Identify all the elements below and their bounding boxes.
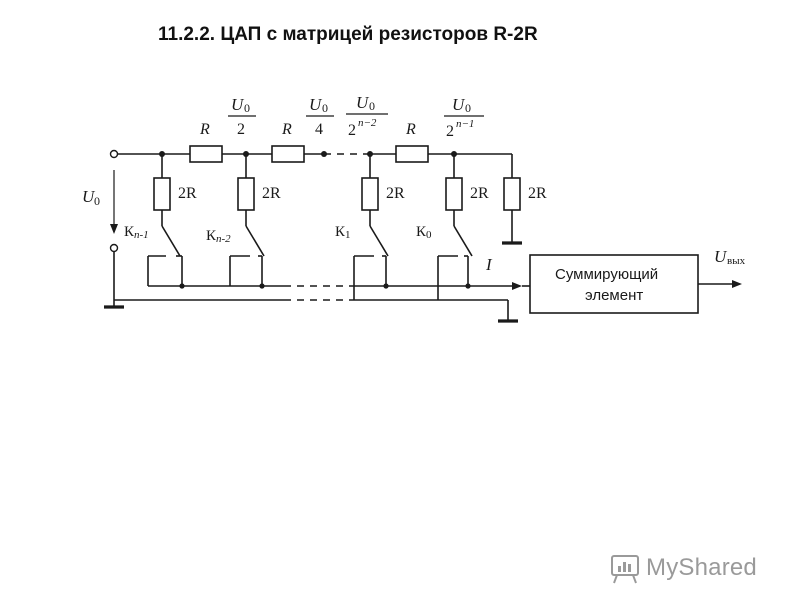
svg-text:U: U [309, 95, 323, 114]
series-resistor-2 [271, 145, 305, 163]
svg-text:0: 0 [369, 99, 375, 113]
svg-text:0: 0 [465, 101, 471, 115]
summing-label-2: элемент [585, 287, 643, 304]
svg-text:U: U [231, 95, 245, 114]
bus-lines: I [114, 255, 530, 323]
shunt-label-1: 2R [178, 185, 197, 202]
shunt-resistor-3 [361, 177, 379, 211]
switch-label-2: Кn-2 [206, 228, 231, 245]
svg-text:U: U [356, 93, 370, 112]
svg-text:0: 0 [322, 101, 328, 115]
shunt-resistors: 2R 2R 2R 2R 2R [153, 154, 547, 245]
summing-label-1: Суммирующий [555, 266, 658, 283]
series-resistor-3 [395, 145, 429, 163]
voltage-arrow-head [110, 224, 118, 234]
series-resistors: R R R [189, 121, 429, 163]
switch-blade-3 [369, 225, 389, 257]
summing-element: Суммирующий элемент U вых [529, 247, 746, 314]
current-arrow-head [512, 282, 522, 290]
series-resistor-label-2: R [281, 121, 292, 138]
shunt-label-2: 2R [262, 185, 281, 202]
output-arrow-head [732, 280, 742, 288]
series-resistor-label-3: R [405, 121, 416, 138]
switch-label-1: Кn-1 [124, 224, 149, 241]
svg-text:0: 0 [244, 101, 250, 115]
shunt-resistor-1 [153, 177, 171, 211]
svg-text:2: 2 [237, 121, 245, 138]
input-source: U 0 [82, 149, 124, 309]
output-sub: вых [727, 255, 746, 267]
page-title: 11.2.2. ЦАП с матрицей резисторов R-2R [158, 24, 538, 45]
watermark-logo: MyShared [646, 554, 757, 581]
presentation-board-icon [611, 555, 639, 584]
node-voltage-3: U 0 2 n−2 [346, 93, 388, 139]
switch-blade-4 [453, 225, 473, 257]
svg-text:n−2: n−2 [358, 117, 377, 129]
svg-text:2: 2 [348, 122, 356, 139]
node-voltage-1: U 0 2 [228, 95, 256, 138]
switch-blade-1 [161, 225, 181, 257]
current-label: I [485, 255, 493, 274]
svg-text:4: 4 [315, 121, 323, 138]
series-resistor-1 [189, 145, 223, 163]
svg-text:n−1: n−1 [456, 118, 474, 130]
shunt-label-3: 2R [386, 185, 405, 202]
input-voltage-label: U [82, 187, 96, 206]
input-terminal-top [109, 149, 119, 159]
shunt-label-4: 2R [470, 185, 489, 202]
svg-text:U: U [452, 95, 466, 114]
junctions [159, 151, 471, 289]
switches: Кn-1 Кn-2 К1 К0 [124, 224, 473, 300]
switch-label-3: К1 [335, 224, 351, 241]
node-voltage-2: U 0 4 [306, 95, 334, 138]
terminating-resistor [503, 177, 521, 211]
input-voltage-sub: 0 [94, 194, 100, 208]
input-terminal-bottom [109, 243, 119, 253]
shunt-label-5: 2R [528, 185, 547, 202]
series-resistor-label-1: R [199, 121, 210, 138]
output-label: U [714, 247, 728, 266]
shunt-resistor-4 [445, 177, 463, 211]
node-voltage-4: U 0 2 n−1 [444, 95, 484, 140]
switch-label-4: К0 [416, 224, 432, 241]
shunt-resistor-2 [237, 177, 255, 211]
svg-text:2: 2 [446, 123, 454, 140]
switch-blade-2 [245, 225, 265, 257]
node-voltages: U 0 2 U 0 4 U 0 2 n−2 U 0 2 n−1 [228, 93, 484, 140]
